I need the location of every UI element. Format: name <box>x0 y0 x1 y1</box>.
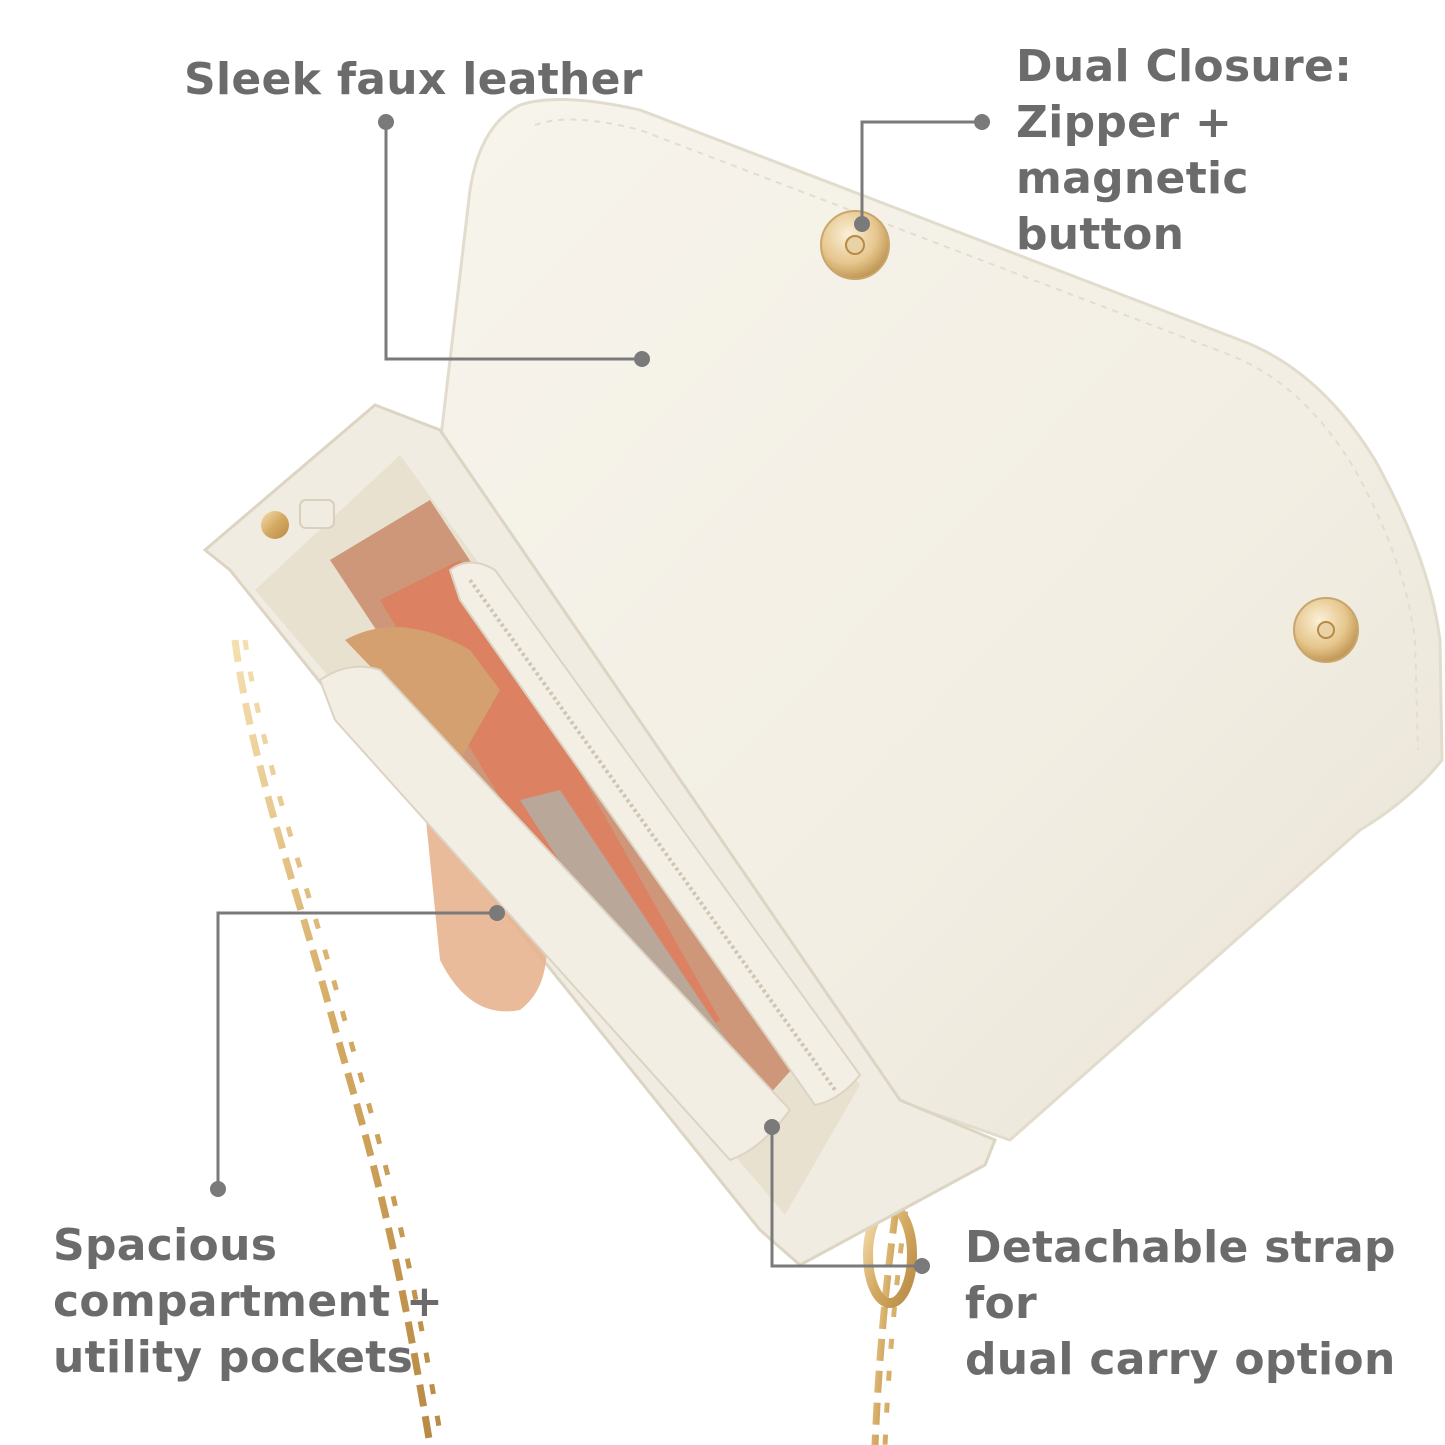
magnetic-button-top <box>820 210 890 280</box>
chain-strap <box>231 639 913 1445</box>
callout-dual-closure: Dual Closure: Zipper + magnetic button <box>1016 41 1353 260</box>
leader-line-strap <box>770 1127 922 1268</box>
bag-body <box>202 403 997 1267</box>
magnetic-button-bottom <box>1293 597 1359 663</box>
leader-line-closure <box>860 120 982 224</box>
leader-line-compartment <box>216 911 497 1189</box>
leader-line-leather <box>384 122 642 361</box>
callout-detachable-strap: Detachable strap for dual carry option <box>965 1222 1396 1385</box>
callout-compartment: Spacious compartment + utility pockets <box>53 1220 444 1383</box>
callout-faux-leather: Sleek faux leather <box>184 54 643 105</box>
leader-dots <box>210 114 990 1274</box>
bag-flap <box>438 98 1444 1142</box>
leader-lines <box>216 120 982 1268</box>
